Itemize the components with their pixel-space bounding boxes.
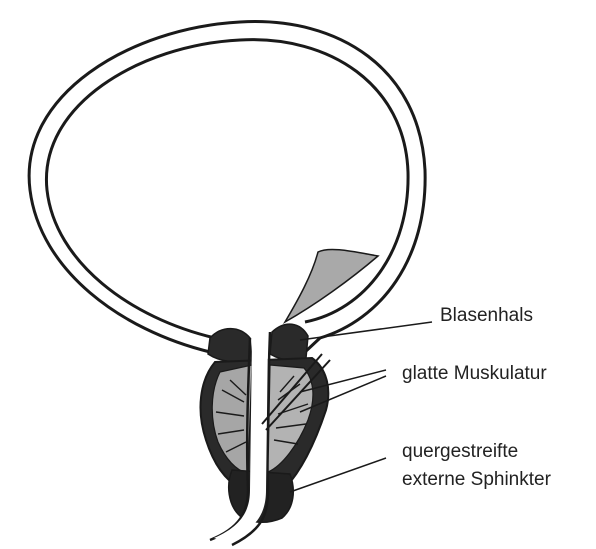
bladder-wall-outer [29, 22, 425, 352]
label-bladder-neck: Blasenhals [440, 304, 533, 328]
leader-external-sphincter [290, 458, 386, 492]
bladder-neck-left [208, 329, 252, 362]
label-smooth-muscle: glatte Muskulatur [402, 362, 547, 386]
bladder-neck-right [270, 324, 308, 360]
leader-bladder-neck [300, 322, 432, 340]
label-external-sphincter-line2: externe Sphinkter [402, 468, 551, 492]
trigone-wedge [285, 249, 378, 322]
label-external-sphincter-line1: quergestreifte [402, 440, 518, 464]
bladder-wall-inner [46, 40, 408, 338]
